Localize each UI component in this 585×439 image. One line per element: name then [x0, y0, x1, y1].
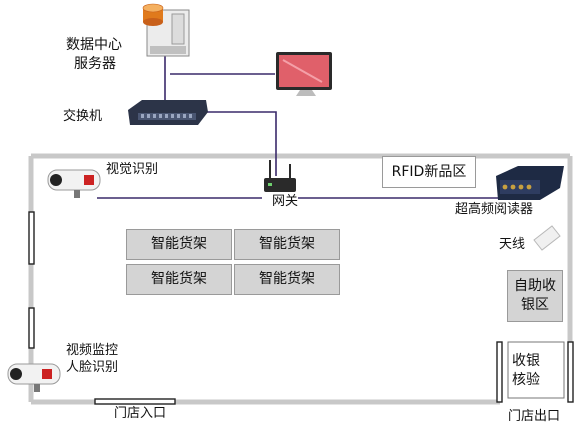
exit-door-left [496, 341, 503, 403]
server-label-line2: 服务器 [74, 56, 116, 72]
checkout-line2: 核验 [512, 372, 540, 388]
switch-label: 交换机 [63, 109, 103, 124]
camera-bottom-line2: 人脸识别 [66, 360, 119, 375]
camera-top-label: 视觉识别 [106, 162, 159, 177]
smart-shelf-4: 智能货架 [234, 264, 340, 295]
checkout-box-frame [507, 341, 565, 399]
monitor-icon [276, 52, 332, 96]
smart-shelf-label: 智能货架 [151, 271, 207, 287]
checkout-line1: 收银 [512, 353, 540, 369]
antenna-label: 天线 [499, 237, 526, 252]
self-checkout-box: 自助收 银区 [507, 270, 563, 322]
gateway-label: 网关 [272, 194, 299, 209]
self-checkout-line2: 银区 [521, 297, 549, 313]
uhf-reader-label: 超高频阅读器 [455, 202, 534, 217]
smart-shelf-2: 智能货架 [234, 229, 340, 260]
camera-bottom-label: 视频监控 人脸识别 [66, 342, 118, 376]
rfid-zone-label: RFID新品区 [391, 163, 467, 180]
entrance-door [94, 398, 176, 405]
server-label-line1: 数据中心 [66, 37, 122, 53]
camera-top-icon [47, 169, 101, 198]
smart-shelf-label: 智能货架 [151, 236, 207, 252]
gateway-icon [264, 160, 296, 192]
camera-bottom-line1: 视频监控 [66, 343, 119, 358]
smart-shelf-label: 智能货架 [259, 236, 315, 252]
rfid-zone-box: RFID新品区 [382, 156, 476, 188]
uhf-reader-icon [496, 166, 564, 200]
server-label: 数据中心 服务器 [66, 36, 122, 74]
checkout-label: 收银 核验 [512, 352, 540, 390]
smart-shelf-label: 智能货架 [259, 271, 315, 287]
self-checkout-line1: 自助收 [514, 278, 556, 294]
exit-door-right [567, 341, 574, 403]
antenna-icon [533, 225, 561, 251]
switch-gateway-line [205, 111, 277, 176]
exit-label: 门店出口 [508, 409, 561, 424]
openings [28, 211, 574, 405]
camera-bottom-icon [7, 363, 61, 392]
switch-icon [128, 100, 208, 125]
entrance-label: 门店入口 [114, 406, 167, 421]
network-lines [97, 55, 498, 199]
server-icon [142, 3, 190, 57]
left-window-2 [28, 307, 35, 349]
store-walls [28, 153, 573, 405]
smart-shelf-3: 智能货架 [126, 264, 232, 295]
smart-shelf-1: 智能货架 [126, 229, 232, 260]
left-window-1 [28, 211, 35, 265]
